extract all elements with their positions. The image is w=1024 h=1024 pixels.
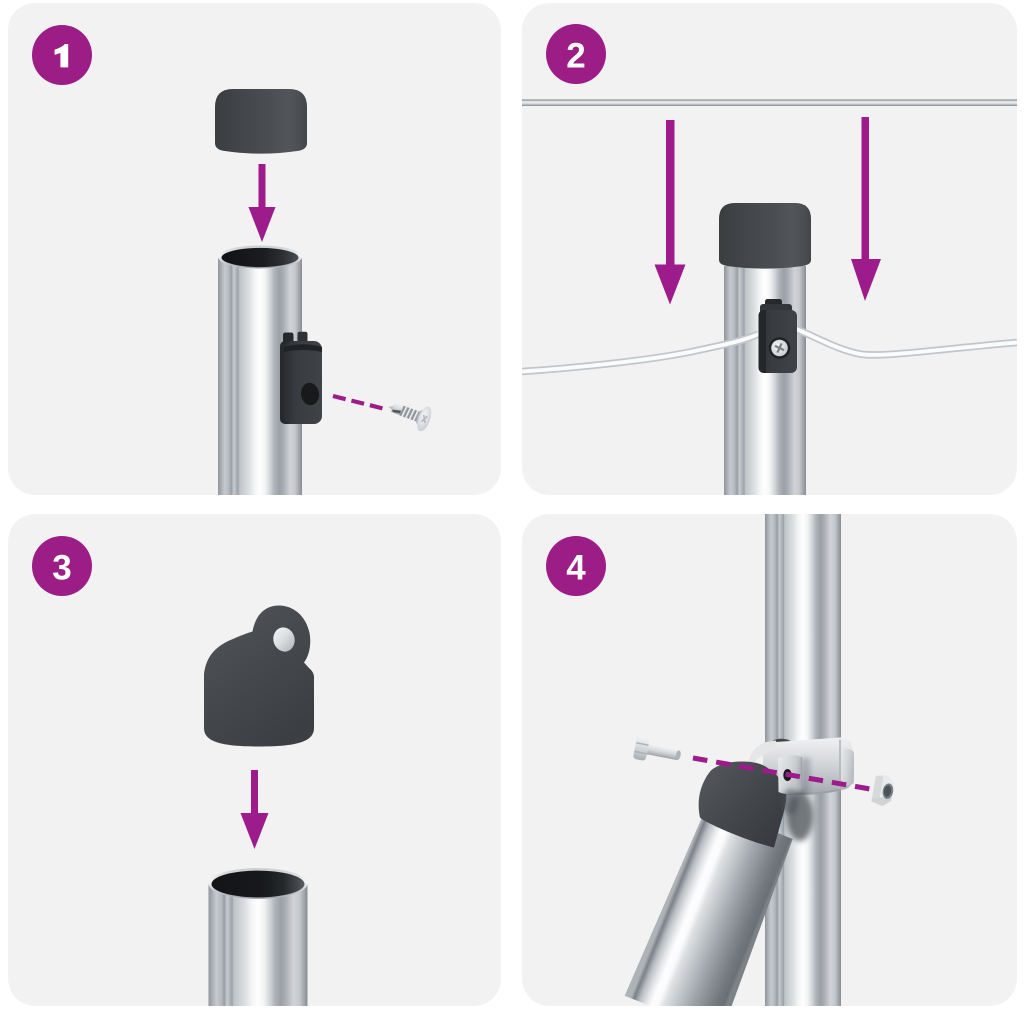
svg-text:2: 2 — [566, 37, 585, 76]
svg-text:4: 4 — [566, 549, 586, 588]
svg-text:3: 3 — [52, 549, 71, 588]
